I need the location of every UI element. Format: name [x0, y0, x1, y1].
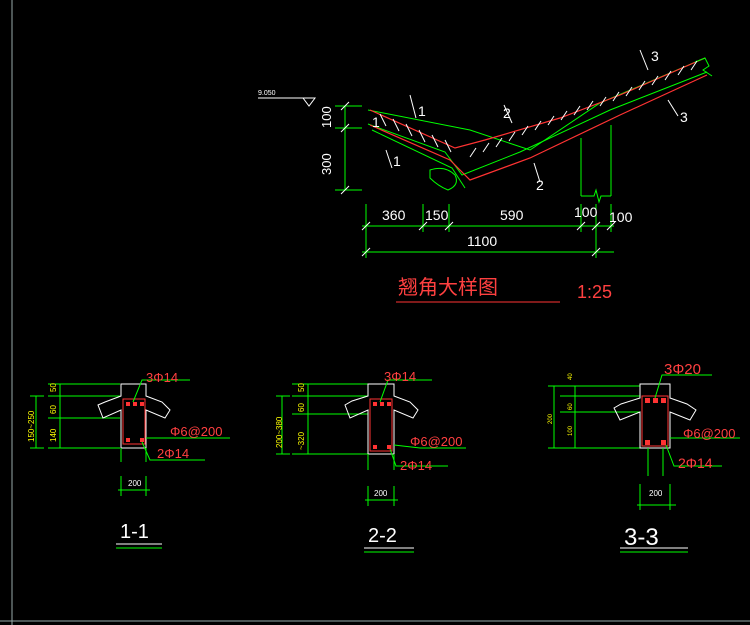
label-top-bar: 3Φ14: [384, 369, 416, 384]
rebar-dots: [373, 402, 391, 449]
dim-40: 40: [568, 373, 574, 380]
stirrup-ticks: [379, 60, 698, 158]
section-2-2: 50 60 ~320 200~380 3Φ14 Φ6@200 2Φ14 200 …: [275, 369, 466, 553]
rebar-top: [369, 57, 706, 149]
dim-width: 200: [128, 479, 142, 488]
dim-60: 60: [297, 403, 306, 412]
rebar-dots: [645, 398, 666, 445]
section-label: 1-1: [120, 521, 149, 543]
dim-text-150: 150: [425, 207, 449, 223]
stirrup-box: [641, 395, 669, 447]
callout-2-top: 2: [503, 105, 511, 121]
leader-bottom: [141, 441, 205, 461]
rebar-dots: [126, 402, 144, 442]
dim-320: ~320: [297, 431, 306, 450]
callout-3-bottom: 3: [680, 109, 688, 125]
dim-overall: 200: [548, 413, 554, 424]
detail-scale: 1:25: [577, 282, 612, 302]
dim-overall: 150~250: [27, 410, 36, 442]
dim-140: 140: [49, 428, 58, 442]
dim-text-300-vertical: 300: [319, 153, 334, 175]
callout-1-top: 1: [418, 103, 426, 119]
dim-text-1100: 1100: [467, 233, 497, 249]
broken-end-mark: [429, 167, 457, 191]
section-label: 2-2: [368, 525, 397, 547]
detail-title: 翘角大样图: [398, 276, 498, 299]
dim-text-100-left: 100: [574, 204, 598, 220]
callout-2-bottom: 2: [536, 177, 544, 193]
section-1-1: 50 60 140 150~250 3Φ14 Φ6@200 2Φ14 200 1…: [27, 370, 230, 549]
leader-stirrup: [393, 444, 466, 449]
label-top-bar: 3Φ14: [146, 370, 178, 385]
callout-1-bottom: 1: [393, 153, 401, 169]
label-stirrup: Φ6@200: [170, 424, 223, 439]
dim-width: 200: [649, 489, 663, 498]
label-bottom-bar: 2Φ14: [400, 458, 432, 473]
section-label: 3-3: [624, 524, 659, 551]
dim-100: 100: [568, 425, 574, 436]
label-stirrup: Φ6@200: [683, 426, 736, 441]
break-line-right: [694, 57, 713, 77]
callout-1-end: 1: [372, 114, 380, 130]
label-top-bar: 3Φ20: [664, 361, 701, 378]
dim-50: 50: [49, 383, 58, 392]
section-outline: [613, 383, 697, 449]
beam-outline-inner: [367, 71, 708, 176]
section-cut-markers: [385, 49, 679, 183]
elevation-text: 9.050: [258, 90, 276, 97]
callout-3-top: 3: [651, 48, 659, 64]
dim-60: 60: [49, 405, 58, 414]
dim-width: 200: [374, 489, 388, 498]
support-break-mark: [581, 188, 611, 204]
beam-outline-bottom: [371, 129, 466, 189]
rebar-bottom: [369, 74, 708, 181]
section-outline: [97, 383, 171, 449]
dim-50: 50: [297, 383, 306, 392]
leader-bottom: [665, 444, 722, 467]
section-outline: [344, 383, 419, 455]
label-stirrup: Φ6@200: [410, 434, 463, 449]
dim-text-100-vertical: 100: [319, 106, 334, 128]
dim-60: 60: [568, 403, 574, 410]
dim-text-100-right: 100: [609, 209, 633, 225]
leader-bottom: [389, 448, 448, 467]
label-bottom-bar: 2Φ14: [678, 455, 713, 471]
leader-top: [379, 379, 432, 403]
dim-overall: 200~380: [275, 416, 284, 448]
corner-detail: 9.050 100 300: [258, 48, 713, 303]
dim-text-360: 360: [382, 207, 406, 223]
elevation-triangle-icon: [302, 97, 316, 107]
dim-text-590: 590: [500, 207, 524, 223]
leader-top: [654, 374, 712, 399]
label-bottom-bar: 2Φ14: [157, 446, 189, 461]
section-3-3: 40 60 100 200 3Φ20 Φ6@200 2Φ14 200 3-3: [548, 361, 740, 553]
leader-top: [132, 379, 190, 403]
